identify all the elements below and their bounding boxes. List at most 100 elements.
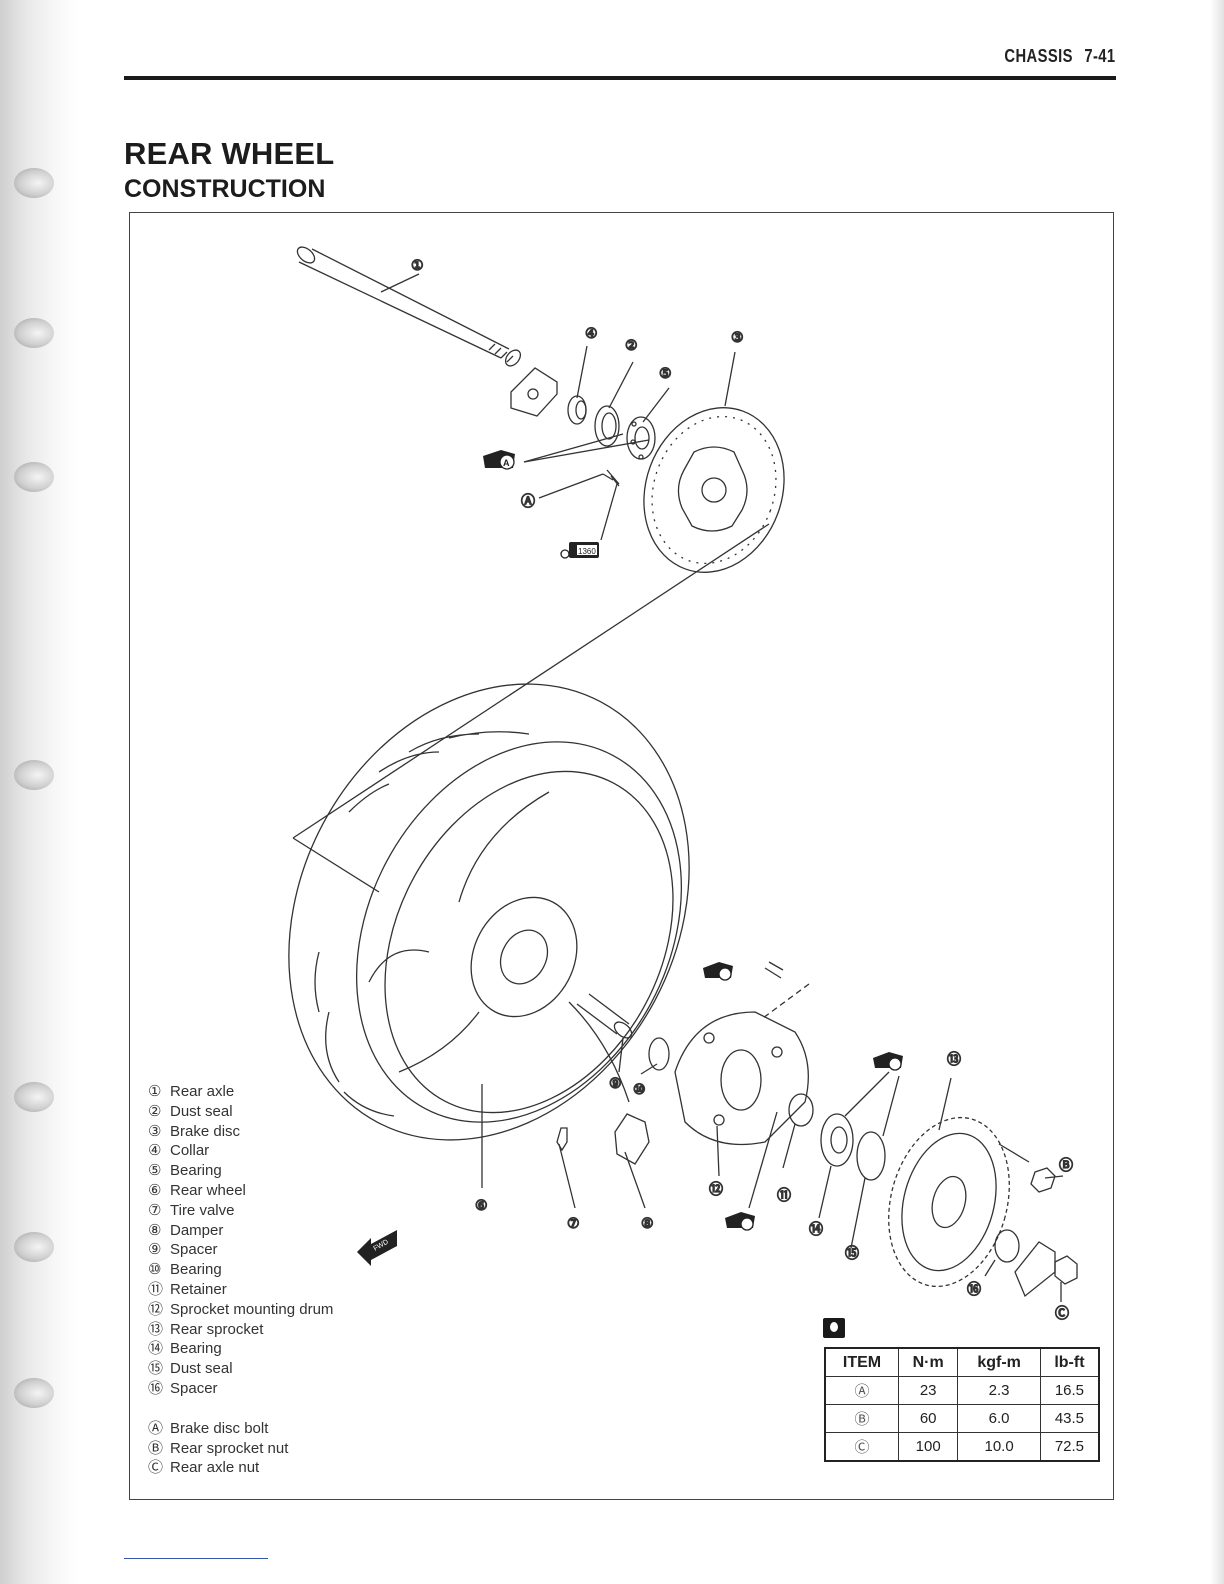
binder-ring xyxy=(14,1232,54,1262)
page-edge xyxy=(1210,0,1224,1584)
legend-label: Sprocket mounting drum xyxy=(170,1300,334,1318)
callout-A: Ⓐ xyxy=(521,494,535,510)
binder-ring xyxy=(14,168,54,198)
svg-text:1360: 1360 xyxy=(578,547,596,556)
bearing-14-drawing xyxy=(820,1113,854,1167)
legend-number: ③ xyxy=(148,1122,162,1140)
table-cell: 23 xyxy=(897,1376,959,1405)
legend-label: Tire valve xyxy=(170,1201,235,1219)
legend-label: Rear wheel xyxy=(170,1181,246,1199)
table-row: Ⓒ 100 10.0 72.5 xyxy=(824,1432,1100,1462)
exploded-diagram: A 1360 xyxy=(288,246,1078,1323)
page-number: 7-41 xyxy=(1084,46,1116,66)
brake-disc-drawing xyxy=(643,407,785,573)
table-cell: 43.5 xyxy=(1039,1404,1100,1433)
legend-label: Bearing xyxy=(170,1261,222,1279)
thread-lock-icon: 1360 xyxy=(560,542,599,559)
callout-1: ① xyxy=(411,258,424,274)
sprocket-drum-drawing xyxy=(674,1011,809,1146)
legend-item: ⑫ Sprocket mounting drum xyxy=(148,1300,333,1320)
legend-label: Dust seal xyxy=(170,1102,233,1120)
col-nm: N·m xyxy=(897,1347,959,1377)
legend-number: ④ xyxy=(148,1142,162,1160)
legend-number: ⑫ xyxy=(148,1300,164,1318)
damper-drawing xyxy=(614,1113,650,1165)
legend-number: ⑨ xyxy=(148,1241,162,1259)
callout-B: Ⓑ xyxy=(1059,1158,1073,1174)
callout-11: ⑪ xyxy=(777,1188,791,1204)
table-cell: Ⓑ xyxy=(824,1404,899,1433)
callout-5: ⑤ xyxy=(659,366,672,382)
legend-item: ⑦ Tire valve xyxy=(148,1201,333,1221)
legend-label: Rear sprocket xyxy=(170,1320,264,1338)
lube-icon-drum xyxy=(703,962,733,981)
legend-number: ⑮ xyxy=(148,1360,164,1378)
col-kgfm: kgf-m xyxy=(957,1347,1041,1377)
header-rule xyxy=(124,76,1116,80)
dust-seal-15-drawing xyxy=(856,1131,886,1181)
svg-text:A: A xyxy=(503,458,510,468)
binder-ring xyxy=(14,1378,54,1408)
legend-label: Spacer xyxy=(170,1241,218,1259)
callout-C: Ⓒ xyxy=(1055,1306,1069,1322)
legend-label: Brake disc xyxy=(170,1122,241,1140)
legend-number: ⑩ xyxy=(148,1261,162,1279)
rear-axle-drawing xyxy=(296,246,522,367)
rear-sprocket-drawing xyxy=(888,1116,1010,1288)
brake-disc-bolt-drawing xyxy=(602,469,620,487)
chain-adjuster-drawing xyxy=(510,367,558,417)
legend-label: Collar xyxy=(170,1142,210,1160)
torque-wrench-icon xyxy=(823,1318,845,1338)
legend-item: ⑬ Rear sprocket xyxy=(148,1320,333,1340)
table-cell: 72.5 xyxy=(1039,1432,1100,1462)
sprocket-nut-drawing xyxy=(1030,1167,1056,1193)
torque-table: ITEM N·m kgf-m lb-ft Ⓐ 23 2.3 16.5 Ⓑ 60 … xyxy=(824,1347,1100,1462)
col-item: ITEM xyxy=(824,1347,899,1377)
fwd-arrow-icon: FWD xyxy=(357,1230,397,1266)
legend-item: ② Dust seal xyxy=(148,1102,333,1122)
col-lbft: lb-ft xyxy=(1039,1347,1100,1377)
legend-label: Rear axle nut xyxy=(170,1459,260,1477)
table-cell: 16.5 xyxy=(1039,1376,1100,1405)
spacer-16-drawing xyxy=(994,1229,1020,1263)
binder-ring xyxy=(14,760,54,790)
retainer-drawing xyxy=(788,1093,814,1127)
table-cell: 100 xyxy=(897,1432,959,1462)
legend-number: Ⓐ xyxy=(148,1419,164,1437)
legend-item: ③ Brake disc xyxy=(148,1122,333,1142)
callout-12: ⑫ xyxy=(709,1182,723,1198)
collar-drawing xyxy=(567,395,587,425)
legend-number: ⑤ xyxy=(148,1162,162,1180)
section-name: CHASSIS xyxy=(1004,46,1074,66)
callout-9: ⑨ xyxy=(609,1076,622,1092)
lube-icon-bearing xyxy=(873,1052,903,1071)
legend-number: ⑪ xyxy=(148,1280,164,1298)
table-cell: Ⓒ xyxy=(824,1432,899,1462)
legend-number: ⑦ xyxy=(148,1201,162,1219)
legend-number: ⑬ xyxy=(148,1320,164,1338)
legend-number: Ⓒ xyxy=(148,1459,164,1477)
right-bracket-drawing xyxy=(1014,1241,1056,1298)
legend-item: ④ Collar xyxy=(148,1141,333,1161)
callout-7: ⑦ xyxy=(567,1216,580,1232)
legend-number: ② xyxy=(148,1102,162,1120)
callout-3: ③ xyxy=(731,330,744,346)
legend-item: ⑨ Spacer xyxy=(148,1240,333,1260)
lube-icon: A xyxy=(483,450,515,470)
legend-label: Retainer xyxy=(170,1280,227,1298)
lube-icon-lower xyxy=(725,1212,755,1231)
bearing-drawing xyxy=(626,416,656,460)
rear-wheel-drawing xyxy=(288,683,690,1141)
bearing-10-drawing xyxy=(648,1037,670,1071)
table-cell: 60 xyxy=(897,1404,959,1433)
legend-label: Brake disc bolt xyxy=(170,1419,269,1437)
callout-10: ⑩ xyxy=(633,1082,646,1098)
dust-seal-drawing xyxy=(594,405,620,447)
